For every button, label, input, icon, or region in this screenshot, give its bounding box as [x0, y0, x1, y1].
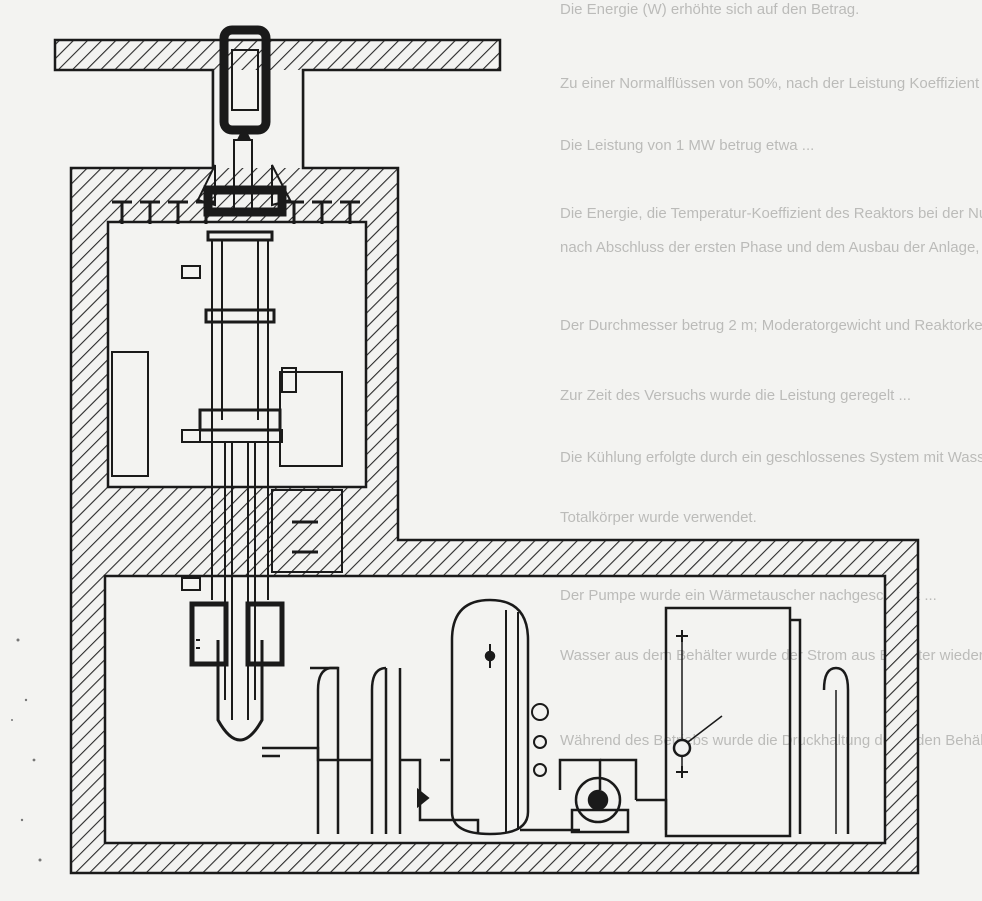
primary-piping	[262, 666, 668, 834]
bleed-line: Der Pumpe wurde ein Wärmetauscher nachge…	[560, 587, 937, 604]
bleed-line: Zu einer Normalflüssen von 50%, nach der…	[560, 75, 982, 92]
bleed-through-text: Die Energie (W) erhöhte sich auf den Bet…	[560, 1, 982, 749]
scan-speckles	[11, 638, 42, 862]
bleed-line: Die Energie, die Temperatur-Koeffizient …	[560, 205, 982, 222]
reactor-column	[189, 230, 285, 742]
instrument-ports	[181, 265, 201, 591]
bleed-line: Die Kühlung erfolgte durch ein geschloss…	[560, 449, 982, 466]
control-rod-drive-housing	[196, 25, 292, 217]
bleed-line: nach Abschluss der ersten Phase und dem …	[560, 239, 982, 256]
bleed-line: Zur Zeit des Versuchs wurde die Leistung…	[560, 387, 911, 404]
bleed-line: Die Energie (W) erhöhte sich auf den Bet…	[560, 1, 859, 18]
bleed-line: Der Durchmesser betrug 2 m; Moderatorgew…	[560, 317, 982, 334]
bleed-line: Totalkörper wurde verwendet.	[560, 509, 757, 526]
storage-tank	[664, 606, 850, 838]
support-bolts	[112, 200, 360, 224]
bleed-line: Die Leistung von 1 MW betrug etwa ...	[560, 137, 814, 154]
valve-icon	[417, 703, 549, 809]
pump-icon	[570, 776, 630, 834]
heat-exchanger-vessel	[450, 598, 530, 836]
side-tank	[111, 351, 343, 573]
delay-tank	[316, 666, 387, 834]
